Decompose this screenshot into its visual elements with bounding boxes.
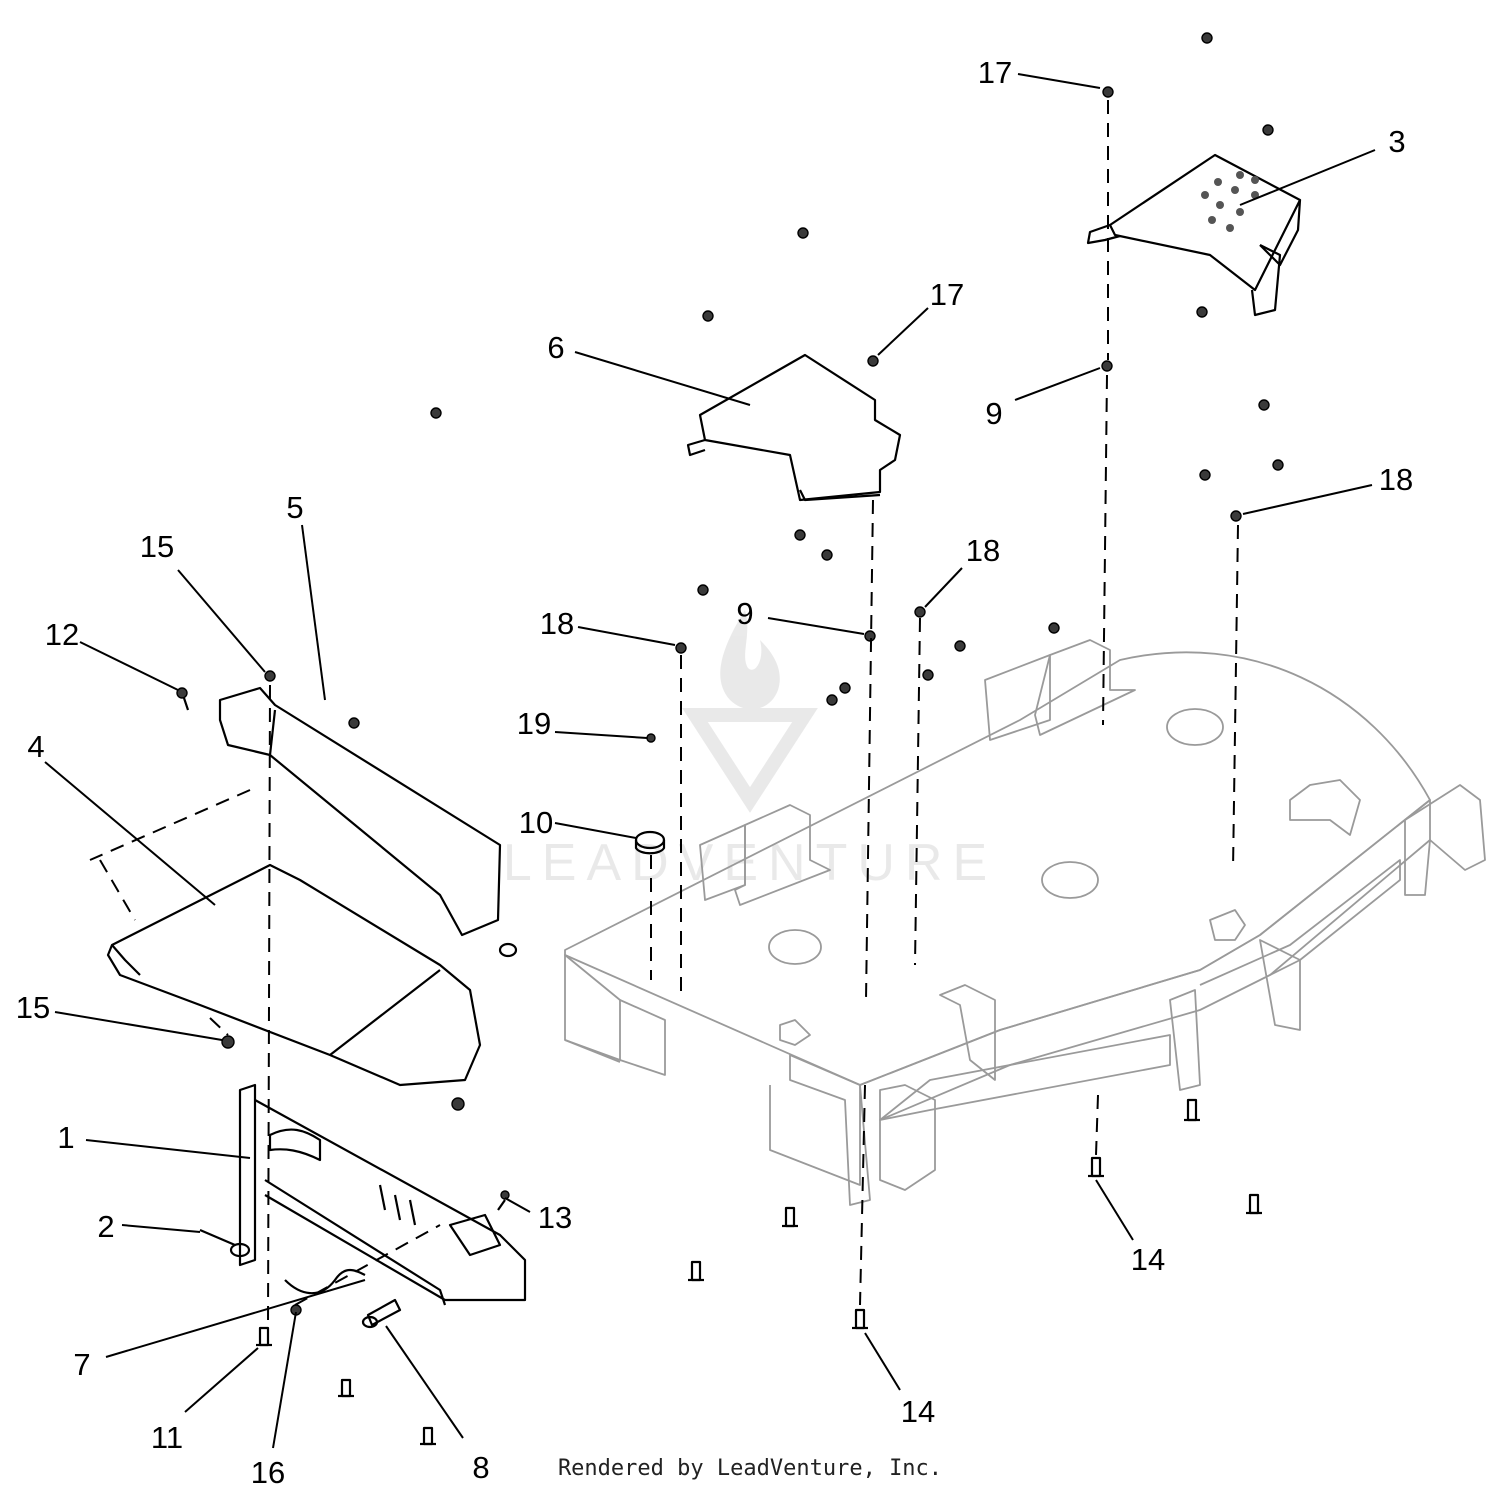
callout-17: 17 — [930, 277, 964, 312]
part-8-pin — [361, 1298, 402, 1329]
leader-lines — [44, 73, 1376, 1449]
callout-9: 9 — [736, 596, 753, 631]
callouts: 17 3 17 6 9 18 5 15 18 12 18 9 4 19 10 1… — [16, 55, 1413, 1490]
part-7-cable — [284, 1268, 366, 1295]
callout-18: 18 — [1379, 462, 1413, 497]
mower-deck — [564, 639, 1486, 1206]
callout-11: 11 — [151, 1420, 183, 1455]
callout-15: 15 — [140, 529, 174, 564]
callout-18: 18 — [966, 533, 1000, 568]
callout-19: 19 — [517, 706, 551, 741]
part-12-bolt — [176, 687, 190, 711]
alignment-lines — [89, 100, 1239, 1326]
pin-near-part-5 — [498, 942, 518, 958]
watermark-text: LEADVENTURE — [503, 834, 997, 892]
hardware-bolts — [256, 1098, 1262, 1446]
part-5-cover — [218, 686, 502, 937]
callout-9: 9 — [985, 396, 1002, 431]
callout-14: 14 — [901, 1394, 935, 1429]
watermark: LEADVENTURE — [503, 610, 997, 892]
part-10-bushing — [634, 830, 666, 855]
part-2-pin — [199, 1228, 251, 1258]
callout-1: 1 — [57, 1120, 74, 1155]
part-6-cover — [686, 353, 902, 502]
callout-2: 2 — [97, 1209, 114, 1244]
part-13-bolt — [497, 1190, 510, 1211]
callout-10: 10 — [519, 805, 553, 840]
part-4-chute — [106, 863, 482, 1087]
callout-15: 15 — [16, 990, 50, 1025]
callout-17: 17 — [978, 55, 1012, 90]
callout-12: 12 — [45, 617, 79, 652]
callout-14: 14 — [1131, 1242, 1165, 1277]
part-3-cover — [1086, 153, 1302, 317]
callout-7: 7 — [73, 1347, 90, 1382]
callout-4: 4 — [27, 729, 44, 764]
callout-8: 8 — [472, 1450, 489, 1485]
render-credit: Rendered by LeadVenture, Inc. — [557, 1456, 943, 1481]
callout-5: 5 — [286, 490, 303, 525]
callout-6: 6 — [547, 330, 564, 365]
hardware-nuts — [221, 32, 1284, 1316]
callout-13: 13 — [538, 1200, 572, 1235]
callout-16: 16 — [251, 1455, 285, 1490]
watermark-v-icon — [682, 708, 818, 813]
watermark-flame-icon — [720, 610, 780, 710]
part-1-bracket — [238, 1083, 527, 1306]
callout-18: 18 — [540, 606, 574, 641]
callout-3: 3 — [1388, 124, 1405, 159]
